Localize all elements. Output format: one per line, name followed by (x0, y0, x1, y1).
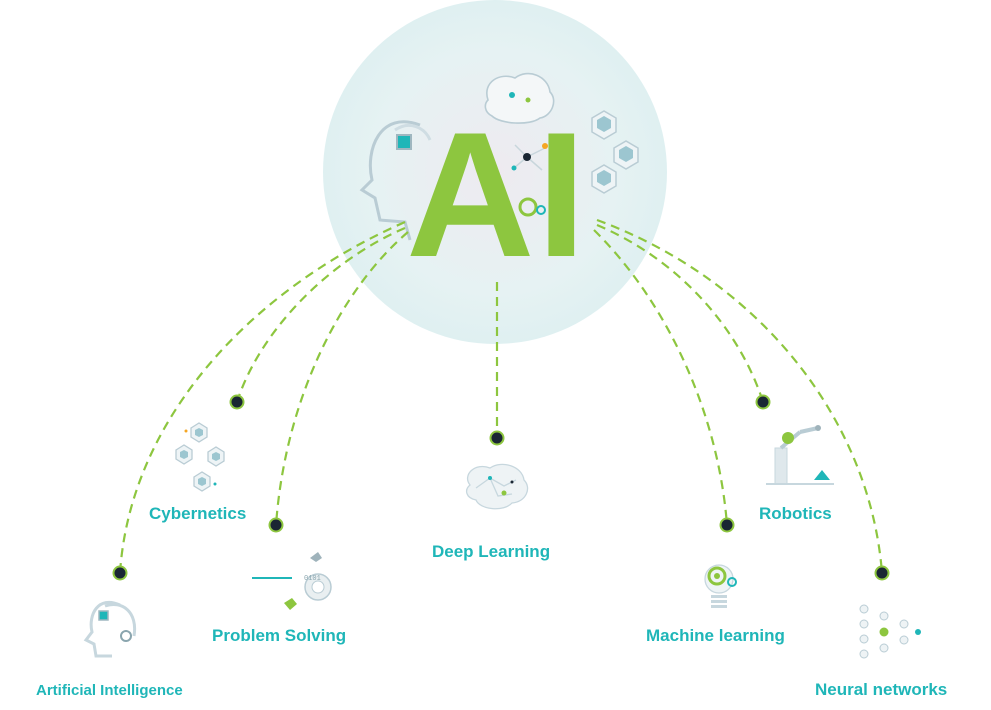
label-artificial-intelligence: Artificial Intelligence (36, 682, 183, 699)
neural-network-icon (859, 604, 921, 659)
node-deep-learning (489, 430, 505, 446)
node-artificial-intelligence (112, 565, 128, 581)
label-neural-networks: Neural networks (815, 680, 948, 699)
node-neural-networks (874, 565, 890, 581)
hub-cubes-icon (591, 110, 639, 194)
label-problem-solving: Problem Solving (212, 626, 347, 645)
node-machine-learning (719, 517, 735, 533)
svg-text:0101: 0101 (304, 575, 321, 583)
connector-robotics (596, 223, 765, 403)
ai-title: AI (406, 95, 588, 294)
cubes-icon (175, 422, 225, 492)
label-deep-learning: Deep Learning (432, 542, 551, 561)
hub-robot-head-icon (359, 120, 432, 241)
hub-gear-icon (518, 197, 546, 217)
connector-cybernetics (235, 226, 406, 403)
connector-neural-networks (596, 218, 884, 574)
node-cybernetics (229, 394, 245, 410)
robot-head-icon (83, 601, 137, 658)
connector-lines (118, 218, 884, 574)
hub-circle (323, 0, 667, 344)
robot-arm-icon (766, 425, 834, 485)
node-robotics (755, 394, 771, 410)
coin-binary-icon: 0101 (252, 552, 332, 610)
label-robotics: Robotics (759, 504, 832, 523)
lightbulb-gear-icon (704, 564, 737, 608)
connector-problem-solving (274, 231, 409, 526)
node-problem-solving (268, 517, 284, 533)
hub-molecule-icon (511, 143, 548, 171)
label-machine-learning: Machine learning (646, 626, 785, 645)
brain-network-icon (465, 463, 529, 510)
label-cybernetics: Cybernetics (149, 504, 247, 523)
connector-nodes (112, 394, 890, 581)
hub-brain-icon (484, 72, 555, 124)
connector-artificial-intelligence (118, 220, 406, 574)
